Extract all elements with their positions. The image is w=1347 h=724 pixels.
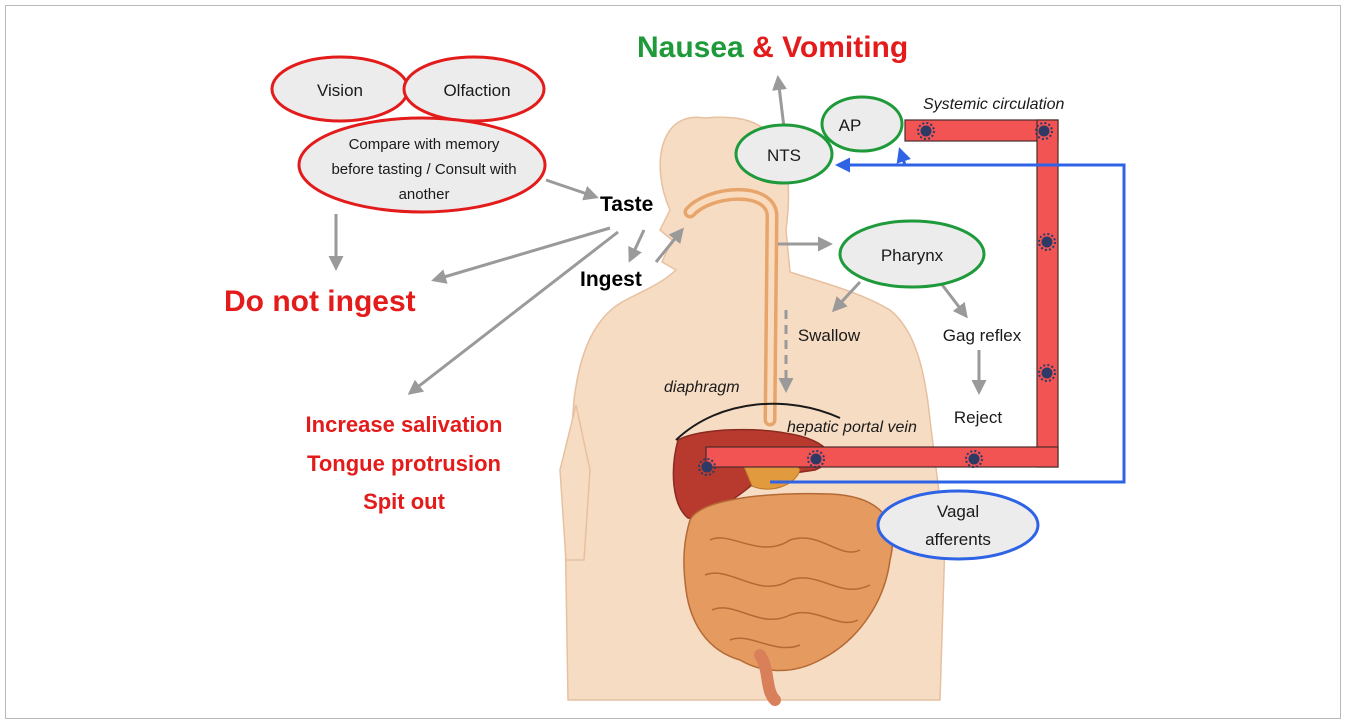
vagal-line-2: afferents (925, 530, 991, 549)
nts-label: NTS (767, 146, 801, 165)
arrow-taste-to-ingest (630, 230, 644, 260)
ampersand: & (752, 31, 774, 64)
swallow-label: Swallow (798, 326, 861, 345)
taste-label: Taste (600, 193, 653, 216)
diaphragm-label: diaphragm (664, 379, 740, 396)
hepatic-portal-vein-label: hepatic portal vein (787, 419, 917, 436)
gag-reflex-label: Gag reflex (943, 326, 1022, 345)
ingest-label: Ingest (580, 268, 642, 291)
arrow-pharynx-to-gag (940, 282, 966, 316)
vomiting-label: Vomiting (782, 31, 908, 64)
arrow-compare-to-taste (546, 180, 596, 197)
reject-label: Reject (954, 408, 1002, 427)
do-not-ingest-label: Do not ingest (224, 285, 416, 318)
compare-line-3: another (399, 186, 450, 203)
nausea-label: Nausea (637, 31, 744, 64)
response-2: Tongue protrusion (307, 451, 501, 476)
pharynx-label: Pharynx (881, 246, 944, 265)
title: Nausea & Vomiting (637, 31, 908, 64)
compare-line-2: before tasting / Consult with (331, 161, 516, 178)
ap-label: AP (839, 116, 862, 135)
vision-label: Vision (317, 81, 363, 100)
systemic-vessel-right (1037, 120, 1058, 467)
response-1: Increase salivation (306, 412, 503, 437)
response-3: Spit out (363, 489, 446, 514)
hepatic-portal-vessel (706, 447, 1058, 467)
compare-line-1: Compare with memory (349, 136, 500, 153)
olfaction-label: Olfaction (443, 81, 510, 100)
ap-ellipse (822, 97, 902, 151)
vagal-line-1: Vagal (937, 502, 979, 521)
systemic-circulation-label: Systemic circulation (923, 96, 1064, 113)
